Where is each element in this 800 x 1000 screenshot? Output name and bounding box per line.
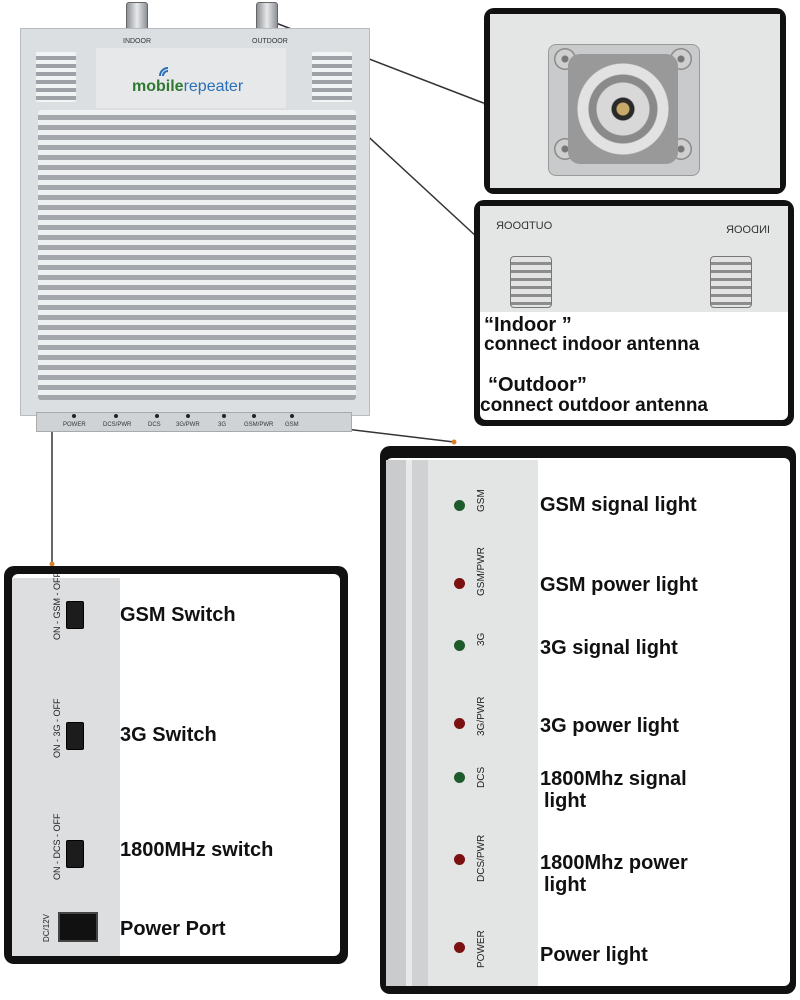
indicator-label-dcs-pwr: DCS/PWR xyxy=(103,422,132,428)
lights-panel: GSM GSM signal light GSM/PWR GSM power l… xyxy=(380,446,796,994)
strip-label-3g-pwr: 3G/PWR xyxy=(476,696,487,736)
dcs-switch-label: 1800MHz switch xyxy=(120,839,274,861)
dcs-signal-label: 1800Mhz signal xyxy=(540,768,687,790)
dcs-signal-led xyxy=(454,772,465,783)
strip-label-dcs-pwr: DCS/PWR xyxy=(476,834,487,882)
3g-power-led xyxy=(454,718,465,729)
antenna-port-photo: OUTDOOR INDOOR xyxy=(480,206,788,312)
strip-label-gsm-pwr: GSM/PWR xyxy=(476,547,487,596)
gsm-switch-label: GSM Switch xyxy=(120,604,236,626)
gsm-signal-label: GSM signal light xyxy=(540,494,697,516)
dcs-power-label: 1800Mhz power xyxy=(540,852,688,874)
dcs-pwr-led xyxy=(114,414,118,418)
gsm-led xyxy=(290,414,294,418)
indoor-port-connector xyxy=(710,256,752,308)
dcs-switch-side-label: ON - DCS - OFF xyxy=(52,813,62,881)
dcs-power-label-cont: light xyxy=(544,874,587,896)
3g-power-label: 3G power light xyxy=(540,715,679,737)
repeater-unit: INDOOR OUTDOOR mobilerepeater POWER DCS/… xyxy=(0,0,380,440)
strip-label-power: POWER xyxy=(476,930,487,968)
power-port-label: Power Port xyxy=(120,918,226,940)
indicator-label-3g-pwr: 3G/PWR xyxy=(176,422,200,428)
power-led-large xyxy=(454,942,465,953)
brand-logo: mobilerepeater xyxy=(132,78,243,96)
outdoor-description: connect outdoor antenna xyxy=(480,395,708,416)
power-port[interactable] xyxy=(58,912,98,942)
connector-closeup-photo xyxy=(490,14,780,188)
heatsink-fins xyxy=(38,110,356,400)
outdoor-port-label: OUTDOOR xyxy=(252,38,288,45)
dcs-signal-label-cont: light xyxy=(544,790,587,812)
strip-label-dcs: DCS xyxy=(476,766,487,788)
gsm-switch-side-label: ON - GSM - OFF xyxy=(52,572,62,640)
brand-mobile-text: mobile xyxy=(132,78,184,95)
dcs-switch[interactable] xyxy=(66,840,84,868)
power-led xyxy=(72,414,76,418)
logo-panel xyxy=(96,48,286,108)
power-light-label: Power light xyxy=(540,944,648,966)
outdoor-mirrored-label: OUTDOOR xyxy=(496,220,553,232)
indicator-label-3g: 3G xyxy=(218,422,227,428)
3g-pwr-led xyxy=(186,414,190,418)
switch-panel: ON - GSM - OFF ON - 3G - OFF ON - DCS - … xyxy=(4,566,348,964)
3g-switch[interactable] xyxy=(66,722,84,750)
wifi-icon xyxy=(159,67,169,77)
right-upper-fins xyxy=(312,52,352,102)
connector-closeup-panel xyxy=(484,8,786,194)
indicator-label-gsm-pwr: GSM/PWR xyxy=(244,422,274,428)
dcs-led xyxy=(155,414,159,418)
outdoor-port-connector xyxy=(510,256,552,308)
gsm-signal-led xyxy=(454,500,465,511)
3g-signal-led xyxy=(454,640,465,651)
strip-label-gsm: GSM xyxy=(476,489,487,512)
indoor-port-label: INDOOR xyxy=(123,38,151,45)
brand-repeater-text: repeater xyxy=(183,78,244,95)
gsm-power-led xyxy=(454,578,465,589)
antenna-port-panel: OUTDOOR INDOOR “Indoor ” connect indoor … xyxy=(474,200,794,426)
switch-strip xyxy=(12,578,120,956)
gsm-pwr-led xyxy=(252,414,256,418)
indicator-label-dcs: DCS xyxy=(148,422,161,428)
3g-switch-side-label: ON - 3G - OFF xyxy=(52,698,62,759)
indoor-title: “Indoor ” xyxy=(484,314,572,336)
dc-port-side-label: DC/12V xyxy=(42,913,51,942)
indicator-label-gsm: GSM xyxy=(285,422,299,428)
n-type-connector xyxy=(568,54,678,164)
indicator-label-power: POWER xyxy=(63,422,86,428)
indoor-description: connect indoor antenna xyxy=(484,334,700,355)
3g-signal-label: 3G signal light xyxy=(540,637,678,659)
left-upper-fins xyxy=(36,52,76,102)
dcs-power-led xyxy=(454,854,465,865)
3g-led xyxy=(222,414,226,418)
gsm-switch[interactable] xyxy=(66,601,84,629)
indoor-mirrored-label: INDOOR xyxy=(726,224,770,236)
strip-label-3g: 3G xyxy=(476,632,487,646)
outdoor-title: “Outdoor” xyxy=(488,374,587,396)
gsm-power-label: GSM power light xyxy=(540,574,698,596)
3g-switch-label: 3G Switch xyxy=(120,724,217,746)
